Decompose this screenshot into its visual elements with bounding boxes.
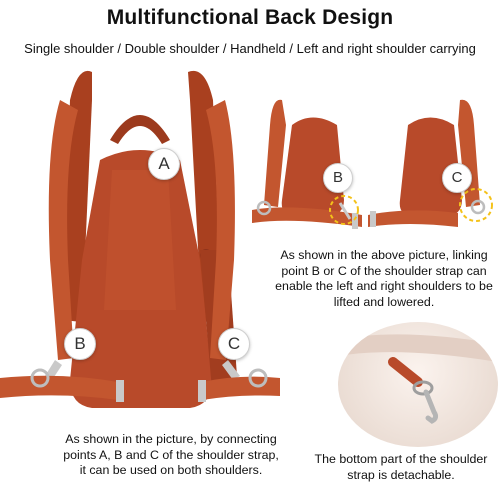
right-shoulder-photo: [368, 99, 493, 227]
point-a-label: A: [148, 148, 180, 180]
left-shoulder-photo: [252, 99, 362, 229]
caption-shoulder-adjust: As shown in the above picture, linking p…: [275, 248, 493, 309]
strap-hook-illustration: [338, 334, 498, 424]
caption-double-shoulder: As shown in the picture, by connecting p…: [63, 432, 279, 477]
point-c-label: C: [218, 328, 250, 360]
caption-detachable: The bottom part of the shoulder strap is…: [314, 452, 488, 482]
point-c-label-small: C: [442, 163, 472, 193]
page-title: Multifunctional Back Design: [106, 6, 394, 29]
detachable-strap-detail: [338, 322, 498, 447]
point-b-label: B: [64, 328, 96, 360]
point-b-label-small: B: [323, 163, 353, 193]
page-subtitle: Single shoulder / Double shoulder / Hand…: [24, 41, 476, 56]
